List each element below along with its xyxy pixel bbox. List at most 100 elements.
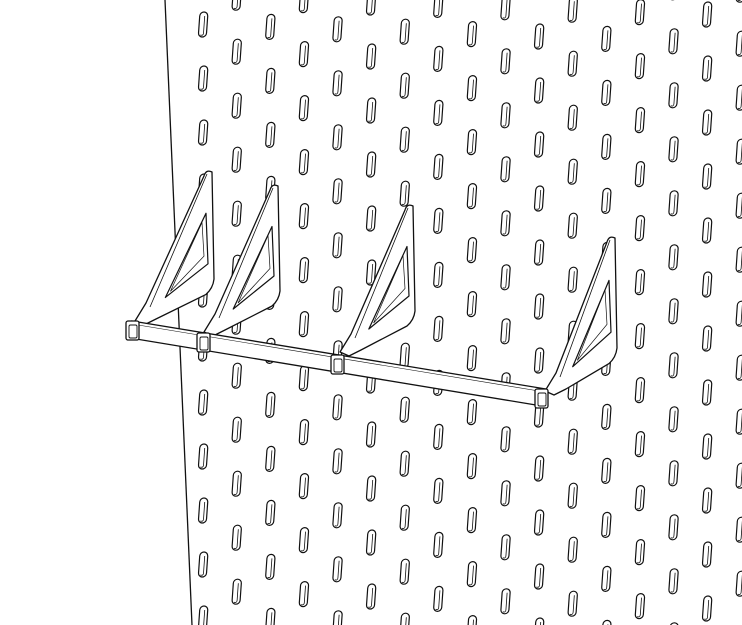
pegboard-slot	[500, 210, 511, 237]
pegboard-slot	[466, 21, 478, 48]
pegboard-slot	[298, 203, 310, 230]
pegboard-slot	[197, 389, 209, 416]
pegboard-slot	[433, 0, 444, 19]
pegboard-slot	[399, 126, 410, 153]
pegboard-slot	[634, 323, 646, 350]
pegboard-slot	[231, 38, 242, 65]
pegboard-slot	[701, 379, 713, 406]
pegboard-slot	[668, 28, 679, 55]
pegboard-slot	[197, 443, 209, 470]
pegboard-slot	[500, 426, 511, 453]
pegboard-slot	[466, 453, 478, 480]
pegboard-slot	[634, 538, 646, 566]
pegboard-slot	[533, 293, 545, 320]
pegboard-slot	[365, 97, 377, 124]
pegboard-slot	[701, 217, 713, 244]
pegboard-slot	[365, 475, 377, 502]
pegboard-slot	[433, 207, 444, 234]
pegboard-slot	[197, 551, 209, 578]
pegboard-slot	[466, 614, 478, 625]
pegboard-left-edge	[164, 0, 193, 625]
pegboard-slot	[735, 570, 742, 597]
pegboard-slot	[265, 553, 276, 581]
pegboard-slot	[668, 352, 679, 379]
pegboard-slot	[399, 18, 410, 45]
pegboard-slot	[500, 156, 511, 183]
pegboard-slot	[298, 365, 310, 392]
pegboard-slot	[533, 563, 545, 590]
pegboard-slot	[567, 536, 578, 563]
pegboard-slot	[466, 399, 478, 426]
pegboard-slot	[634, 377, 646, 404]
pegboard-slot	[567, 158, 578, 185]
pegboard-slot	[365, 0, 377, 16]
pegboard-slot	[668, 244, 679, 271]
pegboard-slot	[466, 345, 478, 372]
pegboard-slot	[399, 396, 410, 423]
pegboard-slot	[265, 13, 276, 40]
pegboard-slot	[466, 74, 478, 102]
pegboard-slot	[567, 0, 578, 23]
pegboard-slot	[433, 315, 444, 342]
pegboard-slot	[298, 526, 310, 554]
pegboard-slot	[433, 153, 444, 180]
pegboard-slot	[601, 403, 612, 430]
pegboard-slot	[231, 200, 242, 227]
pegboard-slot	[567, 212, 578, 239]
pegboard-slot	[433, 423, 444, 450]
pegboard-slot	[701, 55, 713, 82]
pegboard-slot	[466, 237, 478, 264]
pegboard-slot	[231, 146, 242, 173]
rail-clip	[125, 320, 140, 341]
pegboard-slot	[601, 25, 612, 52]
pegboard-slot	[533, 185, 545, 212]
pegboard-slot	[231, 470, 242, 497]
pegboard-slot	[433, 531, 444, 559]
rail	[125, 320, 549, 409]
pegboard-slot	[567, 590, 578, 617]
pegboard-slot	[399, 558, 410, 585]
pegboard-slot	[668, 406, 679, 433]
pegboard-slot	[365, 421, 377, 448]
pegboard-slot	[634, 592, 646, 620]
pegboard-slot	[668, 568, 679, 595]
pegboard-slot	[298, 580, 310, 608]
pegboard-slot	[735, 300, 742, 327]
pegboard-slot	[668, 460, 679, 487]
pegboard-slot	[332, 124, 343, 151]
pegboard-slot	[500, 48, 511, 75]
pegboard-slot	[231, 416, 242, 443]
pegboard-slot	[668, 514, 679, 541]
pegboard-slot	[332, 502, 343, 529]
pegboard-slot	[634, 0, 646, 26]
pegboard-slot	[399, 612, 410, 625]
pegboard-slot	[500, 534, 511, 561]
bracket	[134, 170, 215, 326]
pegboard-slot	[567, 104, 578, 131]
pegboard-slot	[634, 161, 646, 188]
pegboard-slot	[197, 11, 209, 38]
pegboard-slot	[601, 457, 612, 484]
pegboard-slot	[500, 264, 511, 291]
pegboard-slot	[298, 149, 310, 176]
pegboard-slot	[332, 394, 343, 421]
pegboard-slot	[735, 354, 742, 381]
pegboard-slot	[567, 428, 578, 455]
pegboard-slot	[365, 583, 377, 610]
pegboard-slot	[265, 391, 276, 418]
pegboard-slot	[399, 504, 410, 531]
pegboard-slot	[298, 40, 310, 68]
pegboard-slot	[265, 607, 276, 625]
pegboard-slot	[466, 183, 478, 210]
pegboard-slot	[332, 610, 343, 625]
pegboard-slot	[601, 511, 612, 539]
pegboard-slot	[735, 138, 742, 165]
pegboard-slot	[197, 119, 209, 146]
pegboard-slot	[634, 106, 646, 134]
pegboard-slot	[601, 187, 612, 214]
pegboard-slot	[197, 497, 209, 524]
pegboard-slot	[533, 131, 545, 158]
pegboard-slot	[634, 269, 646, 296]
pegboard-slot	[365, 151, 377, 178]
